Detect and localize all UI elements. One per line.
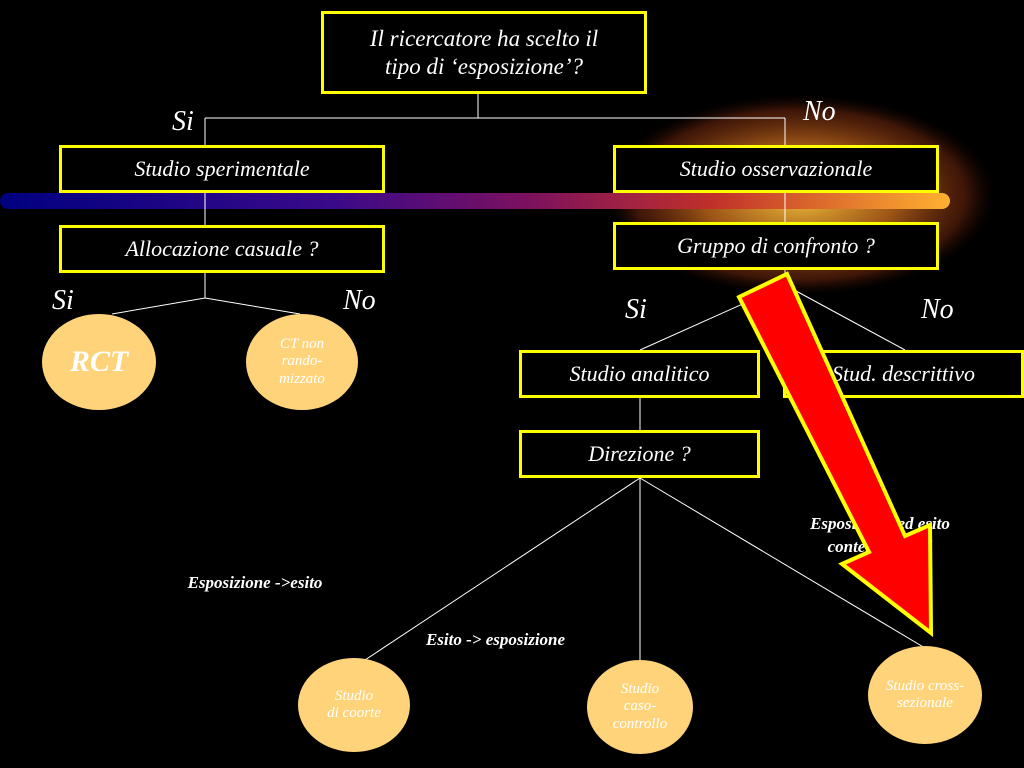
studio-sperimentale-box: Studio sperimentale: [59, 145, 385, 193]
rct-oval: RCT: [42, 314, 156, 410]
beam-bar: [0, 193, 950, 209]
question-box: Il ricercatore ha scelto il tipo di ‘esp…: [321, 11, 647, 94]
gruppo-di-confronto-box: Gruppo di confronto ?: [613, 222, 939, 270]
studio-caso-controllo-oval: Studio caso- controllo: [587, 660, 693, 754]
left-no-label: No: [343, 285, 376, 316]
allocazione-casuale-box: Allocazione casuale ?: [59, 225, 385, 273]
studio-cross-sezionale-oval: Studio cross- sezionale: [868, 646, 982, 744]
direzione-box: Direzione ?: [519, 430, 760, 478]
note-esito-esposizione: Esito -> esposizione: [425, 630, 566, 649]
root-no-label: No: [803, 96, 836, 127]
root-yes-label: Si: [172, 106, 194, 137]
red-arrow-shape: [736, 271, 934, 638]
studio-osservazionale-box: Studio osservazionale: [613, 145, 939, 193]
note-esposizione-esito: Esposizione ->esito: [187, 573, 323, 592]
right-yes-label: Si: [625, 294, 647, 325]
studio-analitico-box: Studio analitico: [519, 350, 760, 398]
right-no-label: No: [921, 294, 954, 325]
studio-di-coorte-oval: Studio di coorte: [298, 658, 410, 752]
left-yes-label: Si: [52, 285, 74, 316]
ct-non-randomizzato-oval: CT non rando- mizzato: [246, 314, 358, 410]
